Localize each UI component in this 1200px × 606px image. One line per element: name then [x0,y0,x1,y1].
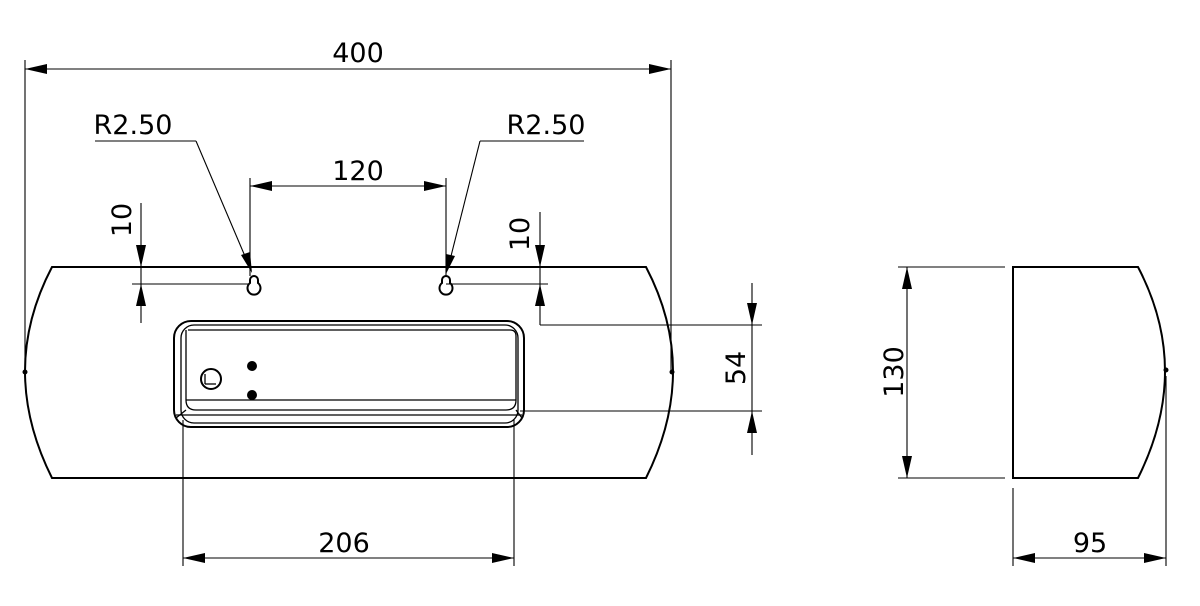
slot-width-label: 206 [318,528,370,559]
side-height-label: 130 [879,346,910,398]
dimension-10-left: 10 [107,203,250,323]
right-radius-label: R2.50 [507,110,586,141]
left-edge-point [22,369,28,375]
right-keyhole [438,275,454,296]
left-keyhole [246,275,262,296]
radius-leader-left: R2.50 [94,110,252,273]
dim-400-label: 400 [332,38,384,69]
front-view-body [22,266,675,479]
dim-120-label: 120 [332,156,384,187]
left-hole-offset-label: 10 [107,203,138,237]
side-view-body [1012,266,1169,479]
dimension-400: 400 [24,38,672,370]
dimension-95: 95 [1012,376,1167,566]
dimension-130: 130 [879,266,1005,479]
dimension-54: 54 [520,283,762,455]
radius-leader-right: R2.50 [446,110,585,274]
dimension-120: 120 [249,156,447,276]
dimension-10-right: 10 [446,212,548,325]
side-edge-point [1163,367,1169,373]
slot-height-label: 54 [721,351,752,385]
right-edge-point [669,369,675,375]
right-hole-offset-label: 10 [505,217,536,251]
indicator-dot-bottom [247,390,257,400]
slot-pocket [173,320,525,428]
dimension-206: 206 [182,420,515,566]
indicator-dot-top [247,361,257,371]
left-radius-label: R2.50 [94,110,173,141]
switch-knob [200,368,222,390]
side-depth-label: 95 [1073,528,1107,559]
